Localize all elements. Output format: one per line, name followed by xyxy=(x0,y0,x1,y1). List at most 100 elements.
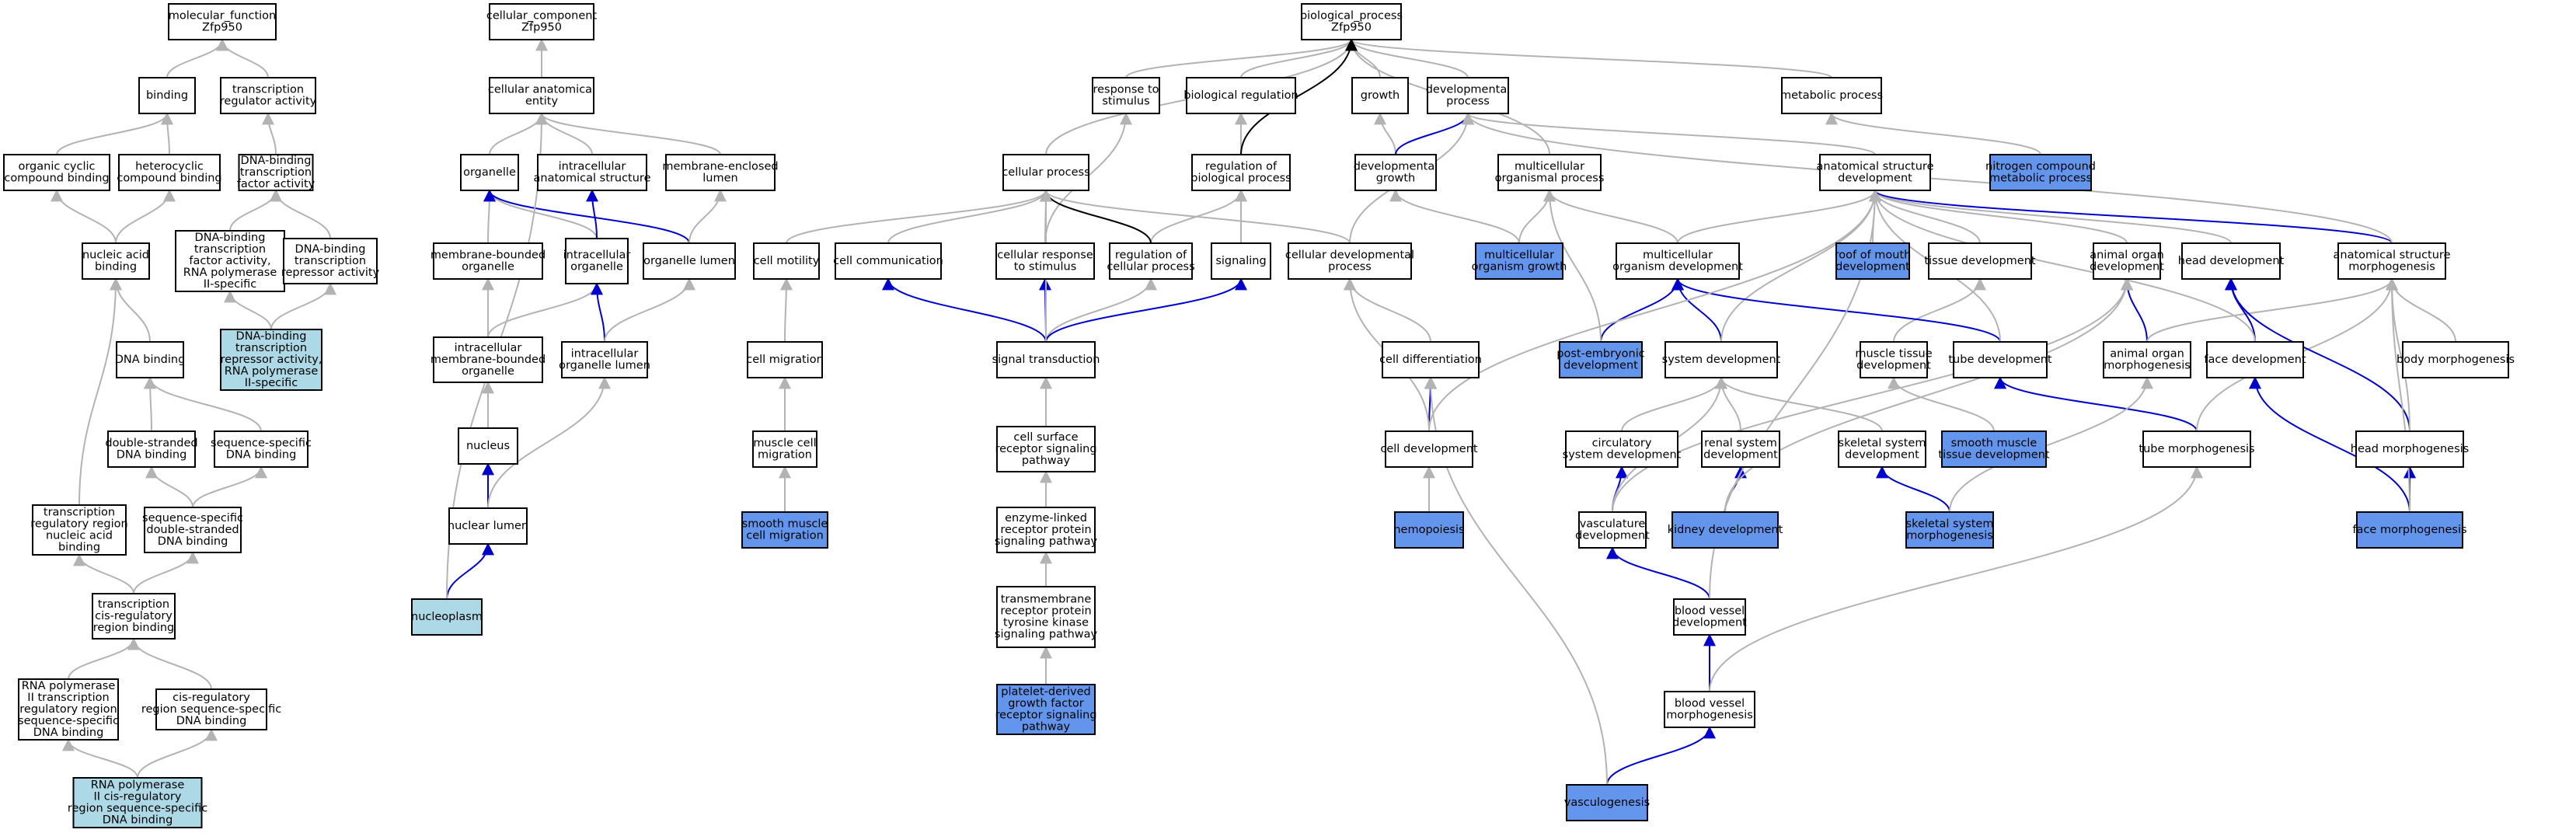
go-term-node-growth[interactable]: growth xyxy=(1351,77,1409,114)
go-term-node-nl[interactable]: nuclear lumen xyxy=(448,507,528,545)
go-term-node-cdev[interactable]: cell development xyxy=(1380,430,1478,468)
go-term-node-ccom[interactable]: cell communication xyxy=(833,242,943,280)
go-term-node-bm[interactable]: body morphogenesis xyxy=(2396,341,2515,378)
edge-mog-is_a-devg xyxy=(1389,189,1520,244)
go-term-node-cmig[interactable]: cell migration xyxy=(746,341,824,378)
edge-aod-is_a-asd xyxy=(1869,189,2128,244)
go-term-node-kd[interactable]: kidney development xyxy=(1668,511,1783,549)
go-term-node-sig[interactable]: signaling xyxy=(1211,242,1271,280)
go-term-node-st[interactable]: signal transduction xyxy=(992,341,1100,378)
go-term-node-td[interactable]: tube development xyxy=(1948,341,2052,378)
go-term-node-organelle[interactable]: organelle xyxy=(460,154,519,191)
node-label-line: skeletal system xyxy=(1839,437,1926,450)
edge-mod-is_a-mcop xyxy=(1543,189,1678,244)
go-term-node-sd[interactable]: system development xyxy=(1662,341,1781,378)
go-term-node-hemo[interactable]: hemopoiesis xyxy=(1393,511,1465,549)
go-term-node-tisd[interactable]: tissue development xyxy=(1924,242,2036,280)
go-term-node-fd[interactable]: face development xyxy=(2204,341,2306,378)
edge-nab-is_a-occb xyxy=(51,189,117,244)
go-term-node-nucleus[interactable]: nucleus xyxy=(458,427,518,465)
go-term-node-breg[interactable]: biological regulation xyxy=(1183,77,1298,114)
go-term-node-tm[interactable]: tube morphogenesis xyxy=(2139,430,2255,468)
go-term-node-hd[interactable]: head development xyxy=(2178,242,2285,280)
go-term-node-cellp[interactable]: cellular process xyxy=(1002,154,1090,191)
go-term-node-cmot[interactable]: cell motility xyxy=(753,242,820,280)
edge-ssm-is_a-aom xyxy=(1949,376,2153,513)
go-term-node-metp[interactable]: metabolic process xyxy=(1780,77,1883,114)
go-term-node-ol[interactable]: organelle lumen xyxy=(643,242,736,280)
go-term-node-vasc[interactable]: vasculogenesis xyxy=(1564,784,1650,821)
go-term-node-nucleoplasm[interactable]: nucleoplasm xyxy=(411,598,483,636)
go-term-node-binding[interactable]: binding xyxy=(138,77,196,114)
node-box xyxy=(1673,598,1746,636)
go-term-node-dnab[interactable]: DNA binding xyxy=(115,341,186,378)
edge-smtd-is_a-mtd xyxy=(1888,376,1995,432)
node-label-line: membrane-enclosed xyxy=(662,161,778,173)
go-term-node-fm[interactable]: face morphogenesis xyxy=(2352,511,2467,549)
node-label-line: organelle xyxy=(462,261,514,274)
go-term-node-cdiff[interactable]: cell differentiation xyxy=(1379,341,1482,378)
go-term-node-hm[interactable]: head morphogenesis xyxy=(2351,430,2469,468)
node-label-line: tissue development xyxy=(1938,449,2050,462)
